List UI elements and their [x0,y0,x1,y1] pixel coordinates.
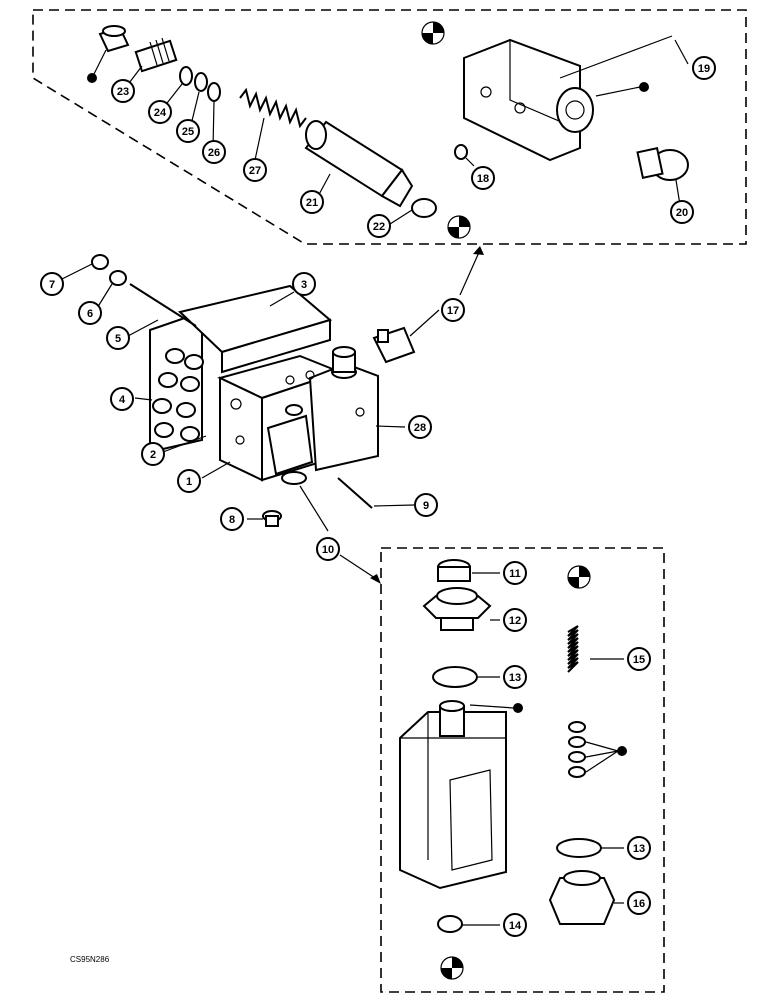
port-fittings [152,348,204,442]
svg-text:16: 16 [633,898,645,910]
nut-12 [422,587,492,631]
callout-11: 11 [503,561,527,585]
callout-14: 14 [503,913,527,937]
svg-text:28: 28 [414,422,426,434]
ring-25 [194,72,208,92]
callout-18: 18 [471,166,495,190]
lower-inset-border [380,547,665,993]
callout-3: 3 [292,272,316,296]
callout-9: 9 [414,493,438,517]
callout-22: 22 [367,214,391,238]
spring-27 [239,87,307,129]
oring-13-lower [556,838,602,858]
callout-5: 5 [106,326,130,350]
svg-text:18: 18 [477,173,489,185]
callout-12: 12 [503,608,527,632]
callout-13-lower: 13 [627,836,651,860]
svg-text:26: 26 [208,147,220,159]
sensor-17 [372,326,416,364]
callout-28: 28 [408,415,432,439]
nut-7 [91,254,109,270]
shim-14 [437,915,463,933]
valve-housing-top [463,38,594,162]
svg-text:10: 10 [322,544,334,556]
svg-text:12: 12 [509,615,521,627]
callout-27: 27 [243,158,267,182]
svg-text:11: 11 [509,568,521,580]
svg-text:25: 25 [182,126,194,138]
svg-text:27: 27 [249,165,261,177]
svg-text:14: 14 [509,920,522,932]
spring-15 [567,625,579,673]
fitting-23 [134,37,178,73]
svg-text:8: 8 [229,514,235,526]
cartridge-21 [304,120,414,208]
oring-18 [454,144,468,160]
callout-10: 10 [316,537,340,561]
callout-13-upper: 13 [503,665,527,689]
plug-16 [548,870,616,925]
callout-2: 2 [141,442,165,466]
callout-15: 15 [627,647,651,671]
callout-25: 25 [176,119,200,143]
svg-text:19: 19 [698,63,710,75]
bolt-9 [337,477,373,509]
callout-26: 26 [202,140,226,164]
oring-13-upper [432,666,478,688]
quadrant-mark-lower-right [567,565,591,589]
svg-text:22: 22 [373,221,385,233]
callout-20: 20 [670,200,694,224]
svg-text:24: 24 [154,107,167,119]
figure-code: CS95N286 [70,955,110,964]
svg-text:13: 13 [509,672,521,684]
tie-bolt-5 [129,283,197,327]
washer-6 [109,270,127,286]
callout-6: 6 [78,301,102,325]
callout-24: 24 [148,100,172,124]
svg-text:17: 17 [447,305,459,317]
shims-group [568,721,586,778]
callout-17: 17 [441,298,465,322]
valve-body [399,700,507,890]
quadrant-mark-middle [447,215,471,239]
svg-text:6: 6 [87,308,93,320]
washer-24 [179,66,193,86]
ring-26 [207,82,221,102]
svg-text:1: 1 [186,476,192,488]
svg-text:5: 5 [115,333,121,345]
quadrant-mark-upper [421,21,445,45]
plug-20 [636,147,689,181]
control-valve-assembly [149,284,379,485]
cap-part [98,25,130,53]
callout-8: 8 [220,507,244,531]
svg-text:2: 2 [150,449,156,461]
screw-8 [262,510,282,527]
svg-text:23: 23 [117,86,129,98]
callout-7: 7 [40,272,64,296]
svg-text:3: 3 [301,279,307,291]
callout-19: 19 [692,56,716,80]
callout-21: 21 [300,190,324,214]
quadrant-mark-bottom [440,956,464,980]
svg-text:9: 9 [423,500,429,512]
svg-text:13: 13 [633,843,645,855]
seal-22 [411,198,437,218]
svg-text:15: 15 [633,654,645,666]
svg-text:4: 4 [119,394,126,406]
plug-11 [437,559,471,582]
callout-16: 16 [627,891,651,915]
svg-text:21: 21 [306,197,318,209]
svg-text:7: 7 [49,279,55,291]
callout-4: 4 [110,387,134,411]
callout-1: 1 [177,469,201,493]
svg-text:20: 20 [676,207,688,219]
upper-inset-border [32,9,747,245]
callout-23: 23 [111,79,135,103]
